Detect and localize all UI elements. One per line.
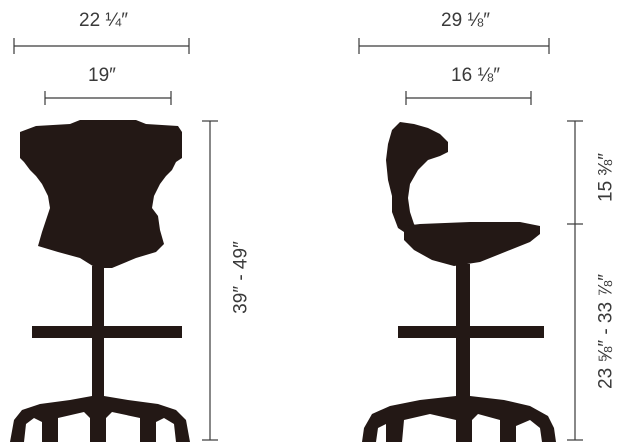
side-chair-silhouette	[362, 122, 556, 442]
front-base	[10, 396, 190, 442]
front-seat-width-label: 19″	[88, 65, 116, 86]
side-seat-height-label: 23 ⅝″ - 33 ⅞″	[595, 274, 617, 389]
front-column	[92, 266, 104, 328]
front-height-label: 39″ - 49″	[230, 241, 252, 314]
side-lower-column	[456, 338, 470, 398]
side-column	[456, 264, 470, 330]
front-foot-ring	[32, 326, 182, 338]
side-seat-depth-label: 16 ⅛″	[451, 65, 500, 86]
side-backrest	[386, 122, 448, 236]
front-chair-silhouette	[10, 120, 190, 442]
front-lower-column	[92, 338, 104, 398]
front-dimension-lines	[13, 38, 218, 441]
side-overall-depth-label: 29 ⅛″	[441, 10, 490, 31]
front-overall-width-label: 22 ¼″	[79, 10, 128, 31]
front-backrest	[20, 120, 182, 268]
side-foot-ring	[398, 326, 544, 338]
side-seat	[404, 222, 540, 266]
side-back-height-label: 15 ⅜″	[595, 153, 617, 202]
side-base	[362, 396, 556, 442]
side-dimension-lines	[358, 38, 583, 441]
